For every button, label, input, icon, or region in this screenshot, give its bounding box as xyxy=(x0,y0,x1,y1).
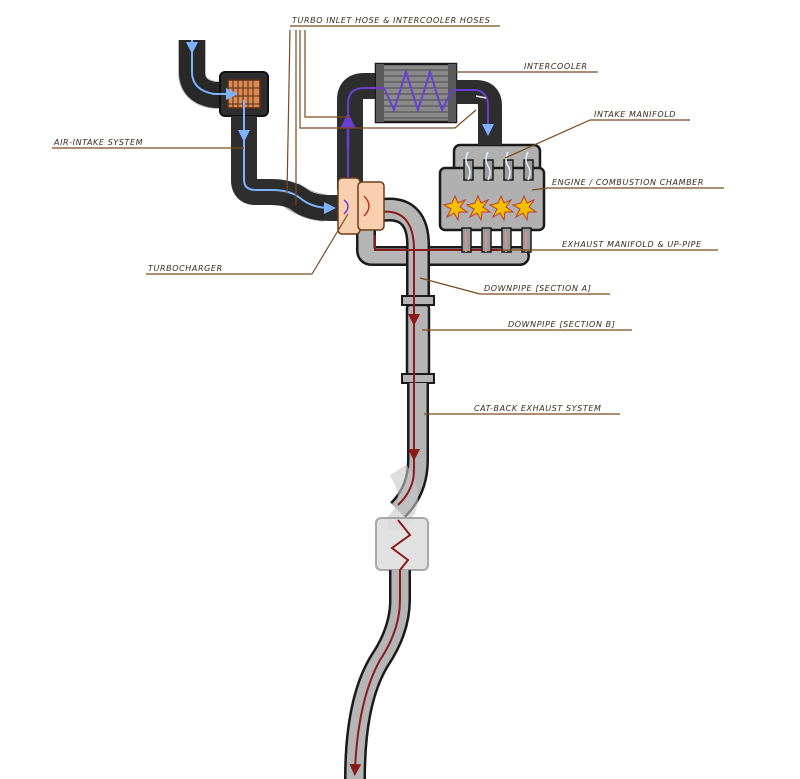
engine-block xyxy=(438,143,546,253)
label-turbo-inlet-hoses: TURBO INLET HOSE & INTERCOOLER HOSES xyxy=(292,16,490,25)
flange-b xyxy=(401,373,435,384)
label-air-intake: AIR-INTAKE SYSTEM xyxy=(53,138,143,147)
intake-system xyxy=(178,40,502,222)
turbo-inlet-hose xyxy=(281,182,327,222)
turbocharger xyxy=(337,177,385,235)
label-catback: CAT-BACK EXHAUST SYSTEM xyxy=(474,404,602,413)
leader-lines xyxy=(52,25,724,415)
charge-pipe-hot xyxy=(337,73,378,190)
charge-pipe-cold xyxy=(456,80,502,145)
downpipe-section-b xyxy=(405,303,431,377)
intercooler xyxy=(374,62,458,124)
label-engine: ENGINE / COMBUSTION CHAMBER xyxy=(552,178,704,187)
flange-a xyxy=(401,295,435,306)
intake-flow-arrow xyxy=(191,40,238,100)
boost-flow-arrow xyxy=(347,68,494,190)
label-downpipe-a: DOWNPIPE [SECTION A] xyxy=(484,284,591,293)
combustion-burst-icon xyxy=(442,194,538,222)
label-intercooler: INTERCOOLER xyxy=(524,62,588,71)
label-exhaust-manifold: EXHAUST MANIFOLD & UP-PIPE xyxy=(562,240,702,249)
label-turbocharger: TURBOCHARGER xyxy=(148,264,223,273)
label-intake-manifold: INTAKE MANIFOLD xyxy=(594,110,676,119)
label-downpipe-b: DOWNPIPE [SECTION B] xyxy=(508,320,615,329)
exhaust-system xyxy=(344,197,530,779)
labels: TURBO INLET HOSE & INTERCOOLER HOSES INT… xyxy=(53,16,704,413)
